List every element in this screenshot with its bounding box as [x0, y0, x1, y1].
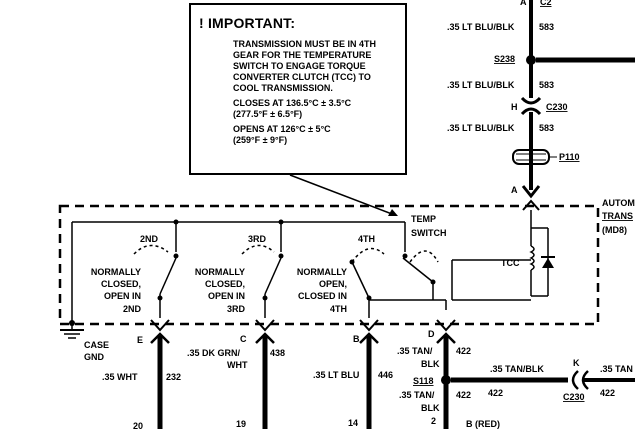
grommet-p110 — [512, 148, 550, 166]
pin-e-label: E — [137, 335, 143, 345]
case-gnd-label-2: GND — [84, 352, 105, 362]
connector-c-chevron — [255, 319, 275, 332]
connector-c230-label: C230 — [546, 102, 568, 112]
wire-label-2: .35 LT BLU/BLK — [447, 80, 515, 90]
wire-d-circuit: 422 — [456, 346, 471, 356]
wire-b-circuit: 446 — [378, 370, 393, 380]
note-paragraph-3: OPENS AT 126°C ± 5°C (259°F ± 9°F) — [233, 124, 331, 145]
splice-s118-label: S118 — [413, 376, 434, 386]
box-title-line-1: AUTOM — [602, 198, 635, 208]
sw2-line-3: OPEN IN — [104, 291, 141, 301]
splice-s118-dot — [441, 375, 451, 385]
wire-b-label: .35 LT BLU — [313, 370, 359, 380]
connector-d-socket — [436, 332, 456, 344]
wire-d2-label-2: BLK — [421, 403, 440, 413]
connector-b-socket — [359, 332, 379, 344]
note-paragraph-2: CLOSES AT 136.5°C ± 3.5°C (277.5°F ± 6.5… — [233, 98, 352, 119]
sw2-line-2: CLOSED, — [101, 279, 141, 289]
sw4-line-1: NORMALLY — [297, 267, 347, 277]
branch-wire-circuit: 422 — [488, 388, 503, 398]
connector-c-socket — [255, 332, 275, 344]
sw2-line-4: 2ND — [123, 304, 142, 314]
sw4-line-4: 4TH — [330, 304, 347, 314]
case-gnd-label-1: CASE — [84, 340, 109, 350]
right-wire-label: .35 TAN — [600, 364, 633, 374]
note-body: TRANSMISSION MUST BE IN 4TH GEAR FOR THE… — [233, 39, 405, 150]
pin-c-label: C — [240, 334, 247, 344]
switch-circuit — [71, 174, 531, 322]
right-wire-circuit: 422 — [600, 388, 615, 398]
important-note: ! IMPORTANT: TRANSMISSION MUST BE IN 4TH… — [189, 3, 407, 175]
wire-c-circuit: 438 — [270, 348, 285, 358]
note-paragraph-1: TRANSMISSION MUST BE IN 4TH GEAR FOR THE… — [233, 39, 377, 93]
wire-label-3: .35 LT BLU/BLK — [447, 123, 515, 133]
note-title: ! IMPORTANT: — [199, 15, 296, 31]
wire-e-circuit: 232 — [166, 372, 181, 382]
tcc-solenoid — [529, 210, 549, 297]
pin-e-number: 20 — [133, 421, 143, 429]
circuit-583-label-3: 583 — [539, 123, 554, 133]
switch-contacts — [157, 219, 436, 301]
connector-color-label: B (RED) — [466, 419, 500, 429]
box-title-line-3: (MD8) — [602, 225, 627, 235]
wire-d-label-2: BLK — [421, 359, 440, 369]
gear-3rd-label: 3RD — [248, 234, 267, 244]
pin-h-label: H — [511, 102, 518, 112]
wire-c-label-2: WHT — [227, 360, 248, 370]
connector-a-chevron — [521, 185, 541, 199]
connector-c2-label: C2 — [540, 0, 552, 7]
connector-e-chevron — [150, 319, 170, 332]
ground-icon — [60, 320, 84, 339]
box-title-line-2: TRANS — [602, 211, 633, 221]
sw2-line-1: NORMALLY — [91, 267, 141, 277]
temp-switch-label-1: TEMP — [411, 214, 436, 224]
note-arrow-head — [388, 209, 398, 216]
connector-c230b-label: C230 — [563, 392, 585, 402]
sw3-line-3: OPEN IN — [208, 291, 245, 301]
pin-c-number: 19 — [236, 419, 246, 429]
diode-icon — [541, 256, 555, 268]
branch-wire-label: .35 TAN/BLK — [490, 364, 544, 374]
connector-k-left — [571, 370, 579, 390]
sw3-line-1: NORMALLY — [195, 267, 245, 277]
connector-c230-arc-bottom — [520, 107, 542, 116]
pin-k-label: K — [573, 358, 580, 368]
wire-d-label-1: .35 TAN/ — [397, 346, 433, 356]
pin-d-label: D — [428, 329, 435, 339]
pin-a-label: A — [511, 185, 518, 195]
pin-b-number: 14 — [348, 418, 358, 428]
c2-letter: A — [520, 0, 527, 7]
wire-d2-label-1: .35 TAN/ — [399, 390, 435, 400]
sw3-line-4: 3RD — [227, 304, 246, 314]
tcc-label: TCC — [501, 258, 520, 268]
connector-c230-arc-top — [520, 96, 542, 105]
sw4-line-2: OPEN, — [319, 279, 347, 289]
sw4-line-3: CLOSED IN — [298, 291, 347, 301]
wire-d2-circuit: 422 — [456, 390, 471, 400]
connector-e-socket — [150, 332, 170, 344]
sw3-line-2: CLOSED, — [205, 279, 245, 289]
temp-switch-label-2: SWITCH — [411, 228, 447, 238]
wire-e-label: .35 WHT — [102, 372, 138, 382]
wire-label-1: .35 LT BLU/BLK — [447, 22, 515, 32]
circuit-583-label-2: 583 — [539, 80, 554, 90]
splice-s238-label: S238 — [494, 54, 515, 64]
gear-4th-label: 4TH — [358, 234, 375, 244]
pin-b-label: B — [353, 334, 360, 344]
wire-c-label-1: .35 DK GRN/ — [187, 348, 241, 358]
transmission-boundary — [58, 204, 600, 326]
pin-d-number: 2 — [431, 416, 436, 426]
connector-b-chevron — [359, 319, 379, 332]
gear-2nd-label: 2ND — [140, 234, 159, 244]
grommet-p110-label: P110 — [559, 152, 580, 162]
connector-d-chevron — [436, 319, 456, 332]
circuit-583-label: 583 — [539, 22, 554, 32]
